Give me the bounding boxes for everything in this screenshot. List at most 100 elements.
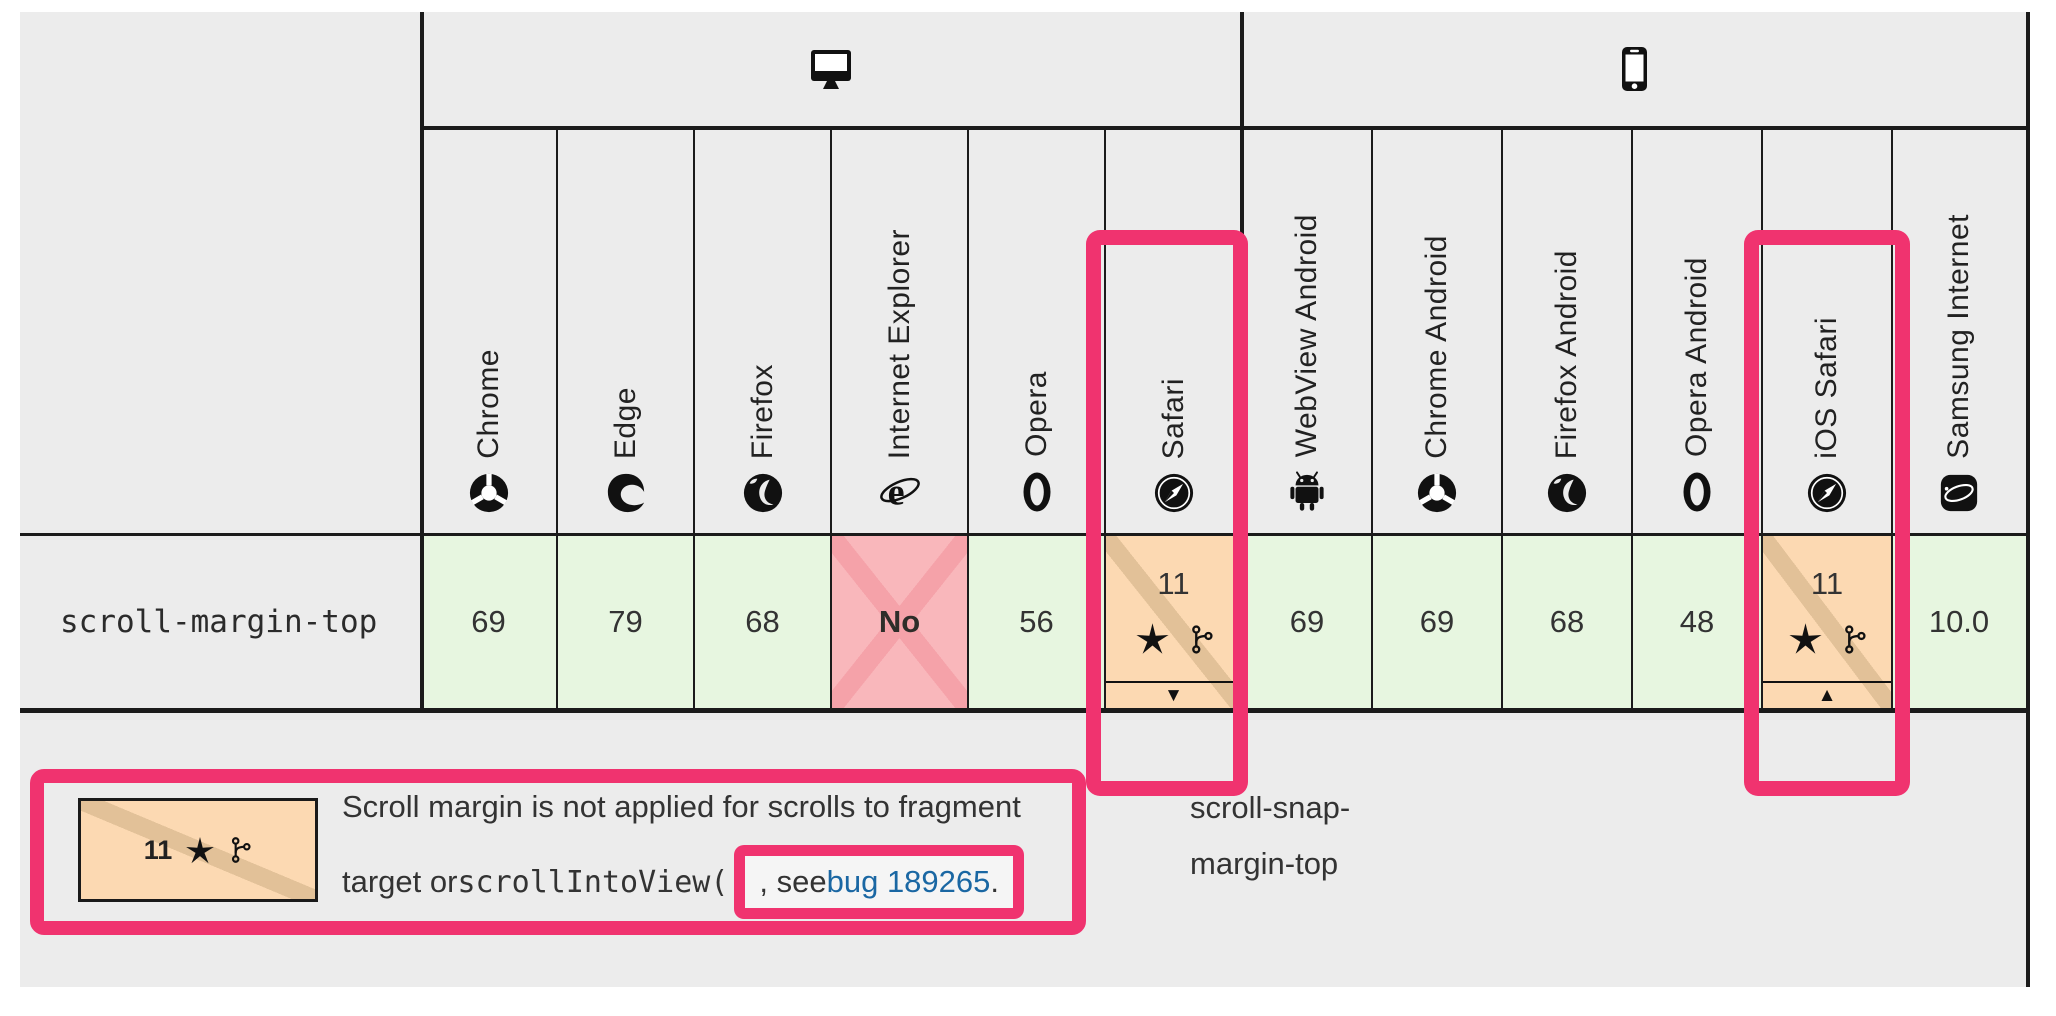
grid-line <box>420 126 2026 130</box>
column-header-firefox-android: Firefox Android <box>1502 130 1632 533</box>
after-link-period: . <box>990 864 1000 899</box>
safari-icon <box>1153 472 1195 514</box>
support-note-icons <box>1134 621 1214 657</box>
grid-line <box>1501 130 1503 708</box>
column-header-edge: Edge <box>557 130 694 533</box>
support-cell-samsung-internet[interactable]: 10.0 <box>1892 536 2026 708</box>
column-header-opera-android: Opera Android <box>1632 130 1762 533</box>
bug-link[interactable]: bug 189265 <box>826 864 991 899</box>
support-cell-safari[interactable]: 11 ▼ <box>1105 536 1242 708</box>
expand-caret-down[interactable]: ▼ <box>1105 681 1242 708</box>
platform-header-mobile <box>1242 12 2026 126</box>
legend-swatch: 11 <box>78 798 318 902</box>
mobile-icon <box>1621 46 1648 92</box>
support-value: 10.0 <box>1928 604 1990 639</box>
legend-version: 11 <box>143 834 173 865</box>
browser-label: Chrome Android <box>1420 235 1453 459</box>
chrome-icon <box>1416 472 1458 514</box>
column-header-internet-explorer: Internet Explorer e <box>831 130 968 533</box>
alternate-name-icon <box>228 836 252 864</box>
support-cell-firefox-android[interactable]: 68 <box>1502 536 1632 708</box>
browser-label: WebView Android <box>1290 213 1323 457</box>
samsung-internet-icon <box>1938 472 1980 514</box>
support-cell-chrome-android[interactable]: 69 <box>1372 536 1502 708</box>
footnote-line1-text: Scroll margin is not applied for scrolls… <box>342 789 1021 824</box>
opera-icon <box>1677 470 1717 514</box>
partial-support-content: 11 ▼ <box>1105 536 1242 708</box>
support-cell-firefox[interactable]: 68 <box>694 536 831 708</box>
grid-line <box>1891 130 1893 708</box>
grid-line <box>830 130 832 708</box>
support-value: 69 <box>1419 604 1455 639</box>
column-header-samsung-internet: Samsung Internet <box>1892 130 2026 533</box>
edge-icon <box>605 472 647 514</box>
support-note-icons <box>1787 621 1867 657</box>
support-cell-webview-android[interactable]: 69 <box>1242 536 1372 708</box>
support-value: 48 <box>1679 604 1715 639</box>
boxed-text: , see <box>759 864 827 899</box>
grid-line <box>1104 130 1106 708</box>
support-value: 68 <box>1549 604 1585 639</box>
alternate-name-icon <box>1841 624 1867 655</box>
footnote-star-icon <box>1134 621 1171 657</box>
support-value: 79 <box>608 604 643 639</box>
support-cell-opera-android[interactable]: 48 <box>1632 536 1762 708</box>
column-header-ios-safari: iOS Safari <box>1762 130 1892 533</box>
column-header-safari: Safari <box>1105 130 1242 533</box>
footnote-star-icon <box>1787 621 1824 657</box>
grid-line <box>420 12 424 708</box>
column-header-chrome: Chrome <box>420 130 557 533</box>
browser-label: Edge <box>608 386 642 459</box>
desktop-icon <box>807 47 855 91</box>
support-cell-opera[interactable]: 56 <box>968 536 1105 708</box>
support-value: 69 <box>1289 604 1325 639</box>
grid-line <box>20 533 2026 536</box>
column-header-firefox: Firefox <box>694 130 831 533</box>
expand-caret-up[interactable]: ▲ <box>1762 681 1892 708</box>
property-cell: scroll-margin-top <box>20 536 420 708</box>
link-highlight-box: , see bug 189265 . <box>734 845 1025 919</box>
webview-android-icon <box>1286 470 1328 514</box>
browser-label: Samsung Internet <box>1942 214 1975 459</box>
firefox-icon <box>742 472 784 514</box>
support-cell-edge[interactable]: 79 <box>557 536 694 708</box>
browser-label: Firefox <box>745 363 779 459</box>
browser-label: Opera <box>1019 371 1053 457</box>
support-value: 69 <box>471 604 506 639</box>
grid-line <box>693 130 695 708</box>
grid-line <box>967 130 969 708</box>
highlight-box-ios-safari <box>1744 230 1910 796</box>
support-value: 68 <box>745 604 780 639</box>
alternate-name-icon <box>1188 624 1214 655</box>
alternate-name-line2: margin-top <box>1190 846 1339 881</box>
column-header-chrome-android: Chrome Android <box>1372 130 1502 533</box>
svg-text:e: e <box>887 472 904 513</box>
support-cell-internet-explorer[interactable]: No <box>831 536 968 708</box>
platform-header-desktop <box>420 12 1242 126</box>
alternate-name-detail: scroll-snap- margin-top <box>1190 780 1350 892</box>
grid-line <box>20 708 2026 713</box>
partial-support-content: 11 ▲ <box>1762 536 1892 708</box>
grid-line <box>556 130 558 708</box>
support-cell-ios-safari[interactable]: 11 ▲ <box>1762 536 1892 708</box>
grid-line <box>1631 130 1633 708</box>
support-cell-chrome[interactable]: 69 <box>420 536 557 708</box>
support-value: 11 <box>1157 566 1190 601</box>
browser-label: Internet Explorer <box>882 228 916 459</box>
support-value: 11 <box>1810 566 1844 601</box>
column-header-opera: Opera <box>968 130 1105 533</box>
support-value: No <box>878 604 921 639</box>
grid-line <box>1371 130 1373 708</box>
footnote-star-icon <box>184 835 216 866</box>
column-header-webview-android: WebView Android <box>1242 130 1372 533</box>
browser-label: Opera Android <box>1680 257 1713 457</box>
firefox-icon <box>1546 472 1588 514</box>
grid-line <box>1761 130 1763 708</box>
footnote-highlight-box <box>30 769 1086 935</box>
safari-icon <box>1806 472 1848 514</box>
footnote-line2-prefix: target or <box>342 864 458 899</box>
code-scrollintoview: scrollIntoView( <box>457 864 729 900</box>
browser-label: Firefox Android <box>1550 249 1583 459</box>
